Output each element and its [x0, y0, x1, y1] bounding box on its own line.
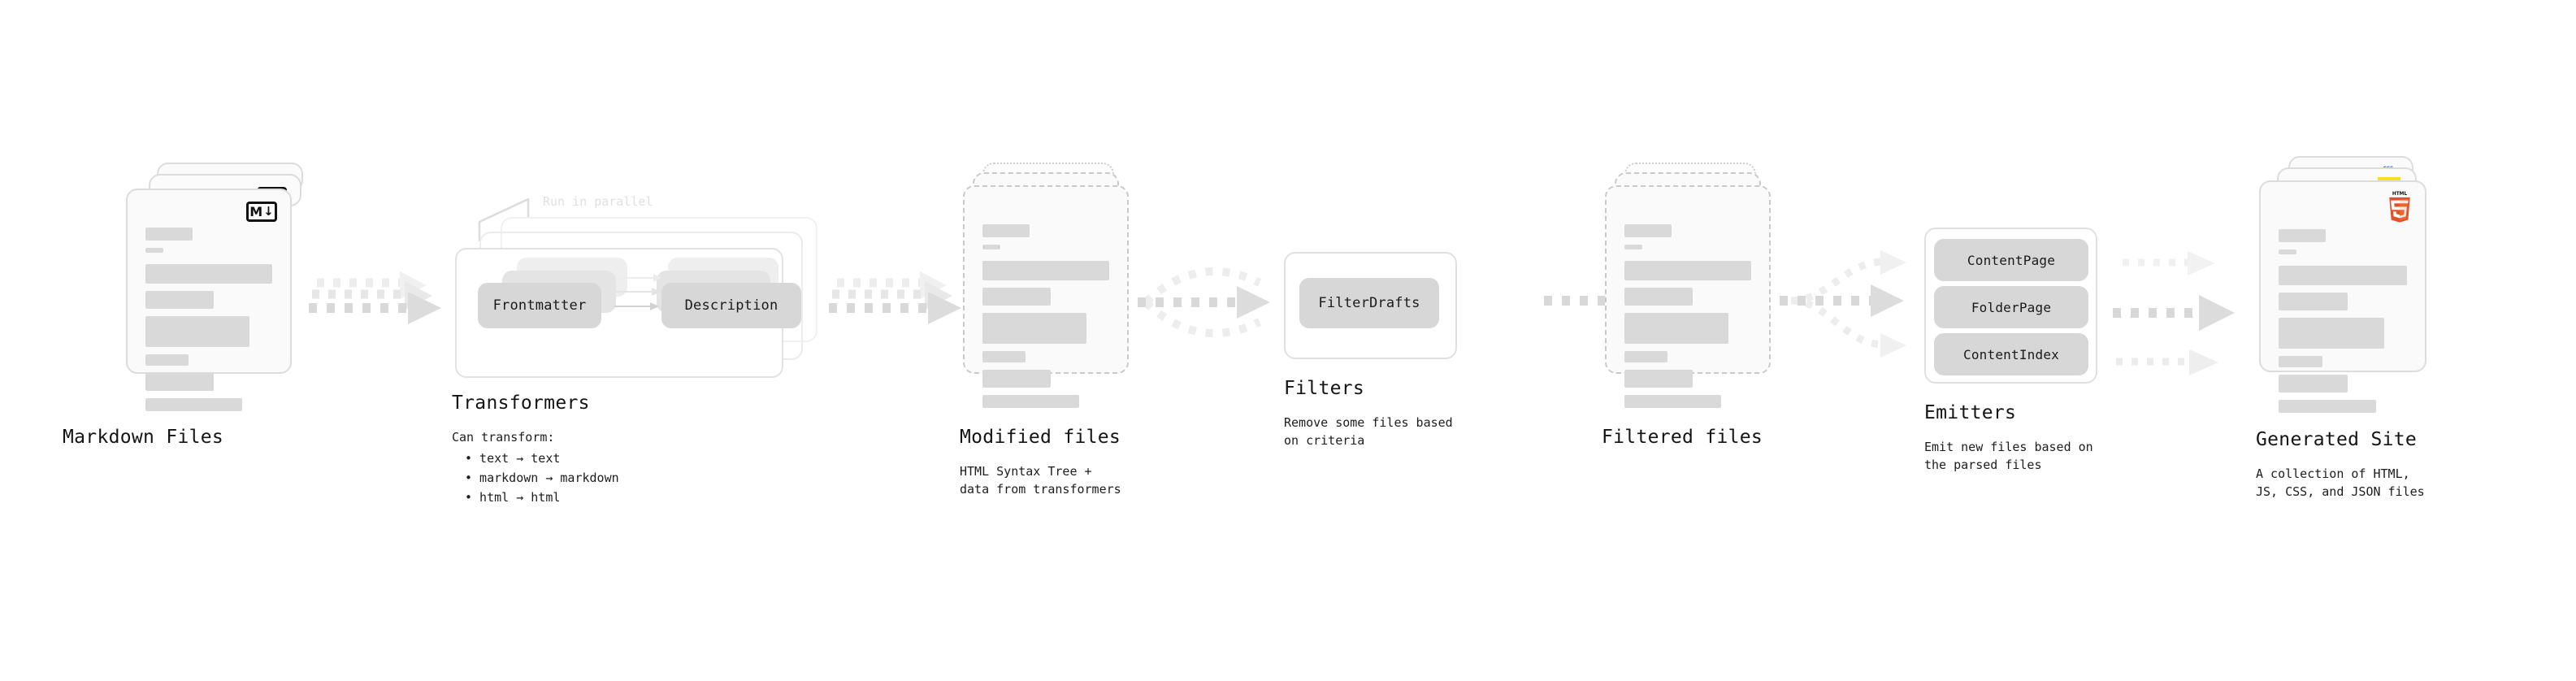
html5-icon: HTML	[2386, 190, 2413, 226]
stage-title-transformers: Transformers	[452, 393, 590, 414]
skeleton-bar	[2279, 229, 2326, 242]
generated-site-stack: CSS HTML	[2259, 156, 2470, 432]
skeleton-bar	[982, 395, 1079, 408]
stage-emitters: ContentPage FolderPage ContentIndex Emit…	[1924, 228, 2184, 488]
transformers-bullet-2: • markdown → markdown	[465, 471, 619, 485]
skeleton-bar	[2279, 400, 2377, 413]
transformer-pill-label: Frontmatter	[492, 297, 587, 314]
transformer-pill-frontmatter[interactable]: Frontmatter	[478, 283, 601, 328]
skeleton-bar	[982, 245, 1000, 249]
transformer-inner-arrows	[614, 274, 662, 310]
arrow-modified-to-filters	[1138, 267, 1270, 337]
modified-files-caption: HTML Syntax Tree + data from transformer…	[960, 464, 1121, 497]
skeleton-bar	[982, 261, 1109, 280]
skeleton-bar	[145, 264, 272, 284]
file-skeleton-content	[145, 228, 272, 419]
skeleton-bar	[2279, 318, 2384, 349]
stage-transformers: Run in parallel Frontmatter Descript	[452, 191, 861, 505]
markdown-file-stack: M↓ M↓ M↓	[126, 163, 321, 423]
file-skeleton-content	[2279, 229, 2407, 420]
skeleton-bar	[982, 224, 1030, 237]
filters-caption: Remove some files based on criteria	[1284, 415, 1453, 448]
skeleton-bar	[145, 373, 215, 391]
run-in-parallel-label: Run in parallel	[543, 194, 653, 209]
file-skeleton-content	[982, 224, 1109, 415]
skeleton-bar	[145, 228, 193, 241]
run-in-parallel-bracket	[478, 197, 530, 241]
skeleton-bar	[1624, 261, 1751, 280]
emitter-pill-label: FolderPage	[1971, 299, 2052, 315]
arrow-markdown-to-transformers	[309, 271, 441, 324]
skeleton-bar	[2279, 249, 2296, 254]
modified-file-card-front	[963, 185, 1129, 408]
stage-title-generated-site: Generated Site	[2256, 429, 2418, 450]
stage-title-filtered-files: Filtered files	[1602, 427, 1763, 448]
stage-filtered-files: Filtered files	[1602, 163, 1800, 455]
skeleton-bar	[2279, 356, 2322, 367]
stage-filters: FilterDrafts Filters Remove some files b…	[1284, 252, 1528, 496]
transformer-pill-description[interactable]: Description	[661, 283, 801, 328]
skeleton-bar	[982, 288, 1052, 306]
skeleton-bar	[145, 398, 242, 411]
markdown-file-card-front: M↓	[126, 189, 292, 411]
transformers-bullet-3: • html → html	[465, 490, 561, 505]
stage-modified-files: Modified files HTML Syntax Tree + data f…	[960, 163, 1158, 497]
skeleton-bar	[1624, 288, 1693, 306]
skeleton-bar	[2279, 293, 2348, 310]
stage-markdown-files: M↓ M↓ M↓	[63, 163, 321, 455]
generated-file-card-html: HTML	[2259, 180, 2426, 413]
skeleton-bar	[2279, 266, 2407, 285]
emitter-pill-label: ContentIndex	[1963, 346, 2059, 362]
skeleton-bar	[1624, 395, 1721, 408]
filter-pill-label: FilterDrafts	[1318, 295, 1420, 311]
emitter-pill-contentpage[interactable]: ContentPage	[1934, 239, 2088, 281]
emitters-caption: Emit new files based on the parsed files	[1924, 440, 2093, 472]
skeleton-bar	[1624, 370, 1693, 388]
skeleton-bar	[1624, 351, 1668, 362]
transformer-pill-label: Description	[684, 297, 778, 314]
skeleton-bar	[1624, 245, 1642, 249]
file-skeleton-content	[1624, 224, 1751, 415]
filtered-file-stack	[1605, 163, 1800, 423]
emitter-pill-folderpage[interactable]: FolderPage	[1934, 286, 2088, 328]
skeleton-bar	[982, 351, 1026, 362]
skeleton-bar	[1624, 224, 1672, 237]
skeleton-bar	[982, 313, 1086, 344]
markdown-icon: M↓	[246, 202, 277, 222]
modified-file-stack	[963, 163, 1158, 423]
generated-site-caption: A collection of HTML, JS, CSS, and JSON …	[2256, 466, 2425, 499]
svg-text:HTML: HTML	[2392, 192, 2408, 197]
arrow-transformers-to-modified	[829, 271, 961, 324]
skeleton-bar	[145, 291, 215, 309]
skeleton-bar	[145, 316, 249, 347]
skeleton-bar	[145, 248, 163, 253]
stage-generated-site: CSS HTML	[2256, 156, 2503, 499]
stage-title-markdown-files: Markdown Files	[63, 427, 224, 448]
stage-title-modified-files: Modified files	[960, 427, 1121, 448]
arrow-emitters-to-site	[2113, 251, 2235, 375]
skeleton-bar	[1624, 313, 1728, 344]
emitter-pill-label: ContentPage	[1967, 252, 2056, 268]
filter-pill-filterdrafts[interactable]: FilterDrafts	[1299, 278, 1439, 328]
filtered-file-card-front	[1605, 185, 1771, 408]
html5-icon-svg: HTML	[2389, 192, 2410, 223]
arrow-filtered-to-emitters	[1780, 250, 1906, 358]
stage-title-emitters: Emitters	[1924, 402, 2017, 423]
skeleton-bar	[145, 354, 189, 366]
skeleton-bar	[982, 370, 1052, 388]
stage-title-filters: Filters	[1284, 378, 1365, 399]
transformers-bullet-1: • text → text	[465, 451, 561, 466]
skeleton-bar	[2279, 375, 2348, 393]
emitter-pill-contentindex[interactable]: ContentIndex	[1934, 333, 2088, 375]
transformers-caption-heading: Can transform:	[452, 430, 555, 445]
